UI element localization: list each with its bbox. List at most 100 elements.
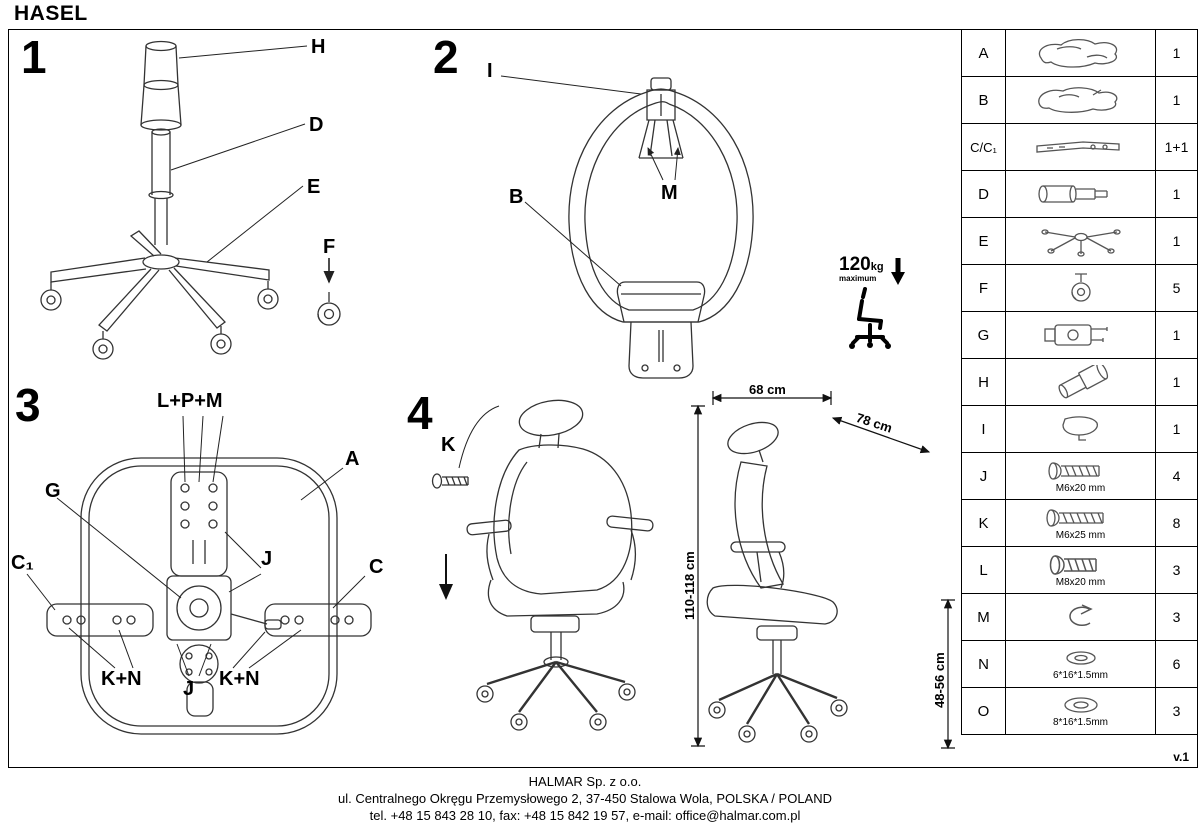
label-M: M — [661, 182, 678, 204]
table-row: E 1 — [961, 217, 1198, 265]
part-letter: C/C₁ — [961, 123, 1006, 171]
footer-contact: tel. +48 15 843 28 10, fax: +48 15 842 1… — [369, 808, 801, 823]
step1-drawing — [40, 40, 341, 360]
table-row: O 8*16*1.5mm 3 — [961, 687, 1198, 735]
part-letter: D — [961, 170, 1006, 218]
clip-icon — [1068, 604, 1093, 627]
step-number: 1 — [21, 31, 47, 83]
part-qty: 1+1 — [1155, 123, 1198, 171]
table-row: B 1 — [961, 76, 1198, 124]
label-L-P-M: L+P+M — [157, 390, 223, 412]
part-qty: 1 — [1155, 170, 1198, 218]
step-1-panel: 1 H D E F — [11, 30, 401, 382]
step-number: 3 — [15, 379, 41, 431]
part-letter: L — [961, 546, 1006, 594]
step3-drawing — [26, 415, 372, 735]
part-letter: E — [961, 217, 1006, 265]
step2-drawing — [500, 75, 754, 379]
label-K-N-left: K+N — [101, 668, 142, 690]
part-qty: 4 — [1155, 452, 1198, 500]
washer-spec: 8*16*1.5mm — [1052, 716, 1109, 728]
table-row: N 6*16*1.5mm 6 — [961, 640, 1198, 688]
label-D: D — [309, 114, 324, 136]
max-load-value: 120 — [839, 254, 871, 275]
part-letter: F — [961, 264, 1006, 312]
part-qty: 1 — [1155, 358, 1198, 406]
part-qty: 3 — [1155, 546, 1198, 594]
table-row: D 1 — [961, 170, 1198, 218]
table-row: G 1 — [961, 311, 1198, 359]
step4-drawing — [431, 391, 955, 750]
chair-silhouette-icon — [849, 287, 891, 349]
dimension-seat-height: 48-56 cm — [932, 652, 947, 708]
part-qty: 1 — [1155, 217, 1198, 265]
seat-cover-icon — [1037, 87, 1117, 113]
bolt-icon — [1049, 554, 1097, 575]
part-letter: M — [961, 593, 1006, 641]
parts-table: A 1 B 1 C/C₁ — [961, 29, 1198, 735]
base-star-icon — [1040, 229, 1121, 257]
part-letter: J — [961, 452, 1006, 500]
part-letter: N — [961, 640, 1006, 688]
part-letter: O — [961, 687, 1006, 735]
table-row: K M6x25 mm 8 — [961, 499, 1198, 547]
table-row: M 3 — [961, 593, 1198, 641]
label-J-side: J — [261, 548, 273, 570]
washer-spec: 6*16*1.5mm — [1052, 669, 1109, 681]
max-load-note: maximum — [839, 274, 877, 283]
part-qty: 6 — [1155, 640, 1198, 688]
part-qty: 1 — [1155, 405, 1198, 453]
max-load-badge: 120kg maximum — [839, 254, 919, 351]
part-letter: G — [961, 311, 1006, 359]
mechanism-icon — [1043, 324, 1108, 346]
table-row: A 1 — [961, 29, 1198, 77]
bolt-spec: M8x20 mm — [1055, 576, 1106, 588]
washer-icon — [1063, 696, 1098, 713]
caster-icon — [1070, 273, 1091, 302]
label-K: K — [441, 434, 456, 456]
part-letter: B — [961, 76, 1006, 124]
footer-address: ul. Centralnego Okręgu Przemysłowego 2, … — [337, 791, 832, 806]
table-row: J M6x20 mm 4 — [961, 452, 1198, 500]
step-3-panel: 3 L+P+M A G J C₁ C K+N J K+N — [11, 382, 401, 768]
dimension-width: 68 cm — [749, 382, 786, 397]
label-F: F — [323, 236, 336, 258]
bolt-spec: M6x20 mm — [1055, 482, 1106, 494]
step-4-panel: 4 K 68 cm 78 cm 110-118 cm 48-56 cm — [401, 382, 959, 768]
label-J-bottom: J — [183, 678, 195, 700]
part-qty: 3 — [1155, 593, 1198, 641]
diagram-area: 1 H D E F — [8, 29, 1198, 768]
table-row: L M8x20 mm 3 — [961, 546, 1198, 594]
step-number: 4 — [407, 387, 433, 439]
label-G: G — [45, 480, 61, 502]
bolt-icon — [1047, 461, 1100, 480]
part-qty: 1 — [1155, 76, 1198, 124]
part-letter: K — [961, 499, 1006, 547]
dimension-height: 110-118 cm — [682, 551, 697, 620]
label-C1: C₁ — [11, 552, 34, 574]
table-row: I 1 — [961, 405, 1198, 453]
label-B: B — [509, 186, 524, 208]
bolt-spec: M6x25 mm — [1055, 529, 1106, 541]
part-letter: H — [961, 358, 1006, 406]
lift-cover-icon — [1057, 365, 1108, 399]
part-letter: A — [961, 29, 1006, 77]
label-K-N-right: K+N — [219, 668, 260, 690]
gas-lift-icon — [1037, 185, 1108, 203]
label-A: A — [345, 448, 360, 470]
backrest-cover-icon — [1038, 38, 1117, 68]
headrest-icon — [1061, 416, 1098, 441]
down-arrow-icon — [891, 258, 905, 285]
step-number: 2 — [433, 31, 459, 83]
part-qty: 1 — [1155, 29, 1198, 77]
table-row: F 5 — [961, 264, 1198, 312]
part-letter: I — [961, 405, 1006, 453]
armrest-bracket-icon — [1035, 141, 1120, 153]
page-title: HASEL — [14, 2, 88, 25]
part-qty: 3 — [1155, 687, 1198, 735]
table-row: H 1 — [961, 358, 1198, 406]
bolt-icon — [1045, 508, 1104, 527]
label-E: E — [307, 176, 321, 198]
label-I: I — [487, 60, 493, 82]
version-label: v.1 — [1173, 750, 1189, 764]
